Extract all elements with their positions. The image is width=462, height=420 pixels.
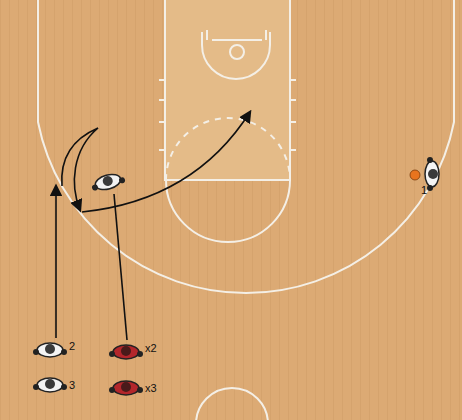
cut-line (55, 186, 57, 338)
defender-moved (90, 171, 126, 193)
player-icon (33, 372, 67, 398)
player-icon (109, 375, 143, 401)
lane-marks (159, 80, 296, 150)
defender-player: x3 (109, 375, 159, 401)
player-number: 2 (69, 341, 75, 352)
offense-player: 2 (33, 337, 77, 363)
restricted-sides (207, 30, 266, 40)
free-throw-circle (166, 180, 290, 242)
backboard (212, 39, 262, 41)
court-lines (38, 0, 454, 420)
defender-player: x2 (109, 339, 159, 365)
offense-player: 3 (33, 372, 77, 398)
player-number: x3 (145, 383, 157, 394)
lane (165, 0, 290, 180)
free-throw-circle-dashed (166, 118, 290, 180)
cut-to-basket (82, 112, 250, 212)
player-icon (33, 337, 67, 363)
center-circle (196, 388, 268, 420)
ball (410, 170, 420, 180)
player-number: 1 (421, 185, 427, 196)
offense-player: 1 (415, 161, 449, 198)
player-icon (415, 161, 449, 187)
three-point-line (38, 0, 454, 293)
rim (230, 45, 244, 59)
player-icon (109, 339, 143, 365)
player-number: x2 (145, 343, 157, 354)
player-number: 3 (69, 380, 75, 391)
defender-slide (114, 194, 127, 340)
movement-lines (56, 112, 250, 340)
curl-line (62, 128, 98, 210)
restricted-arc (202, 32, 270, 79)
